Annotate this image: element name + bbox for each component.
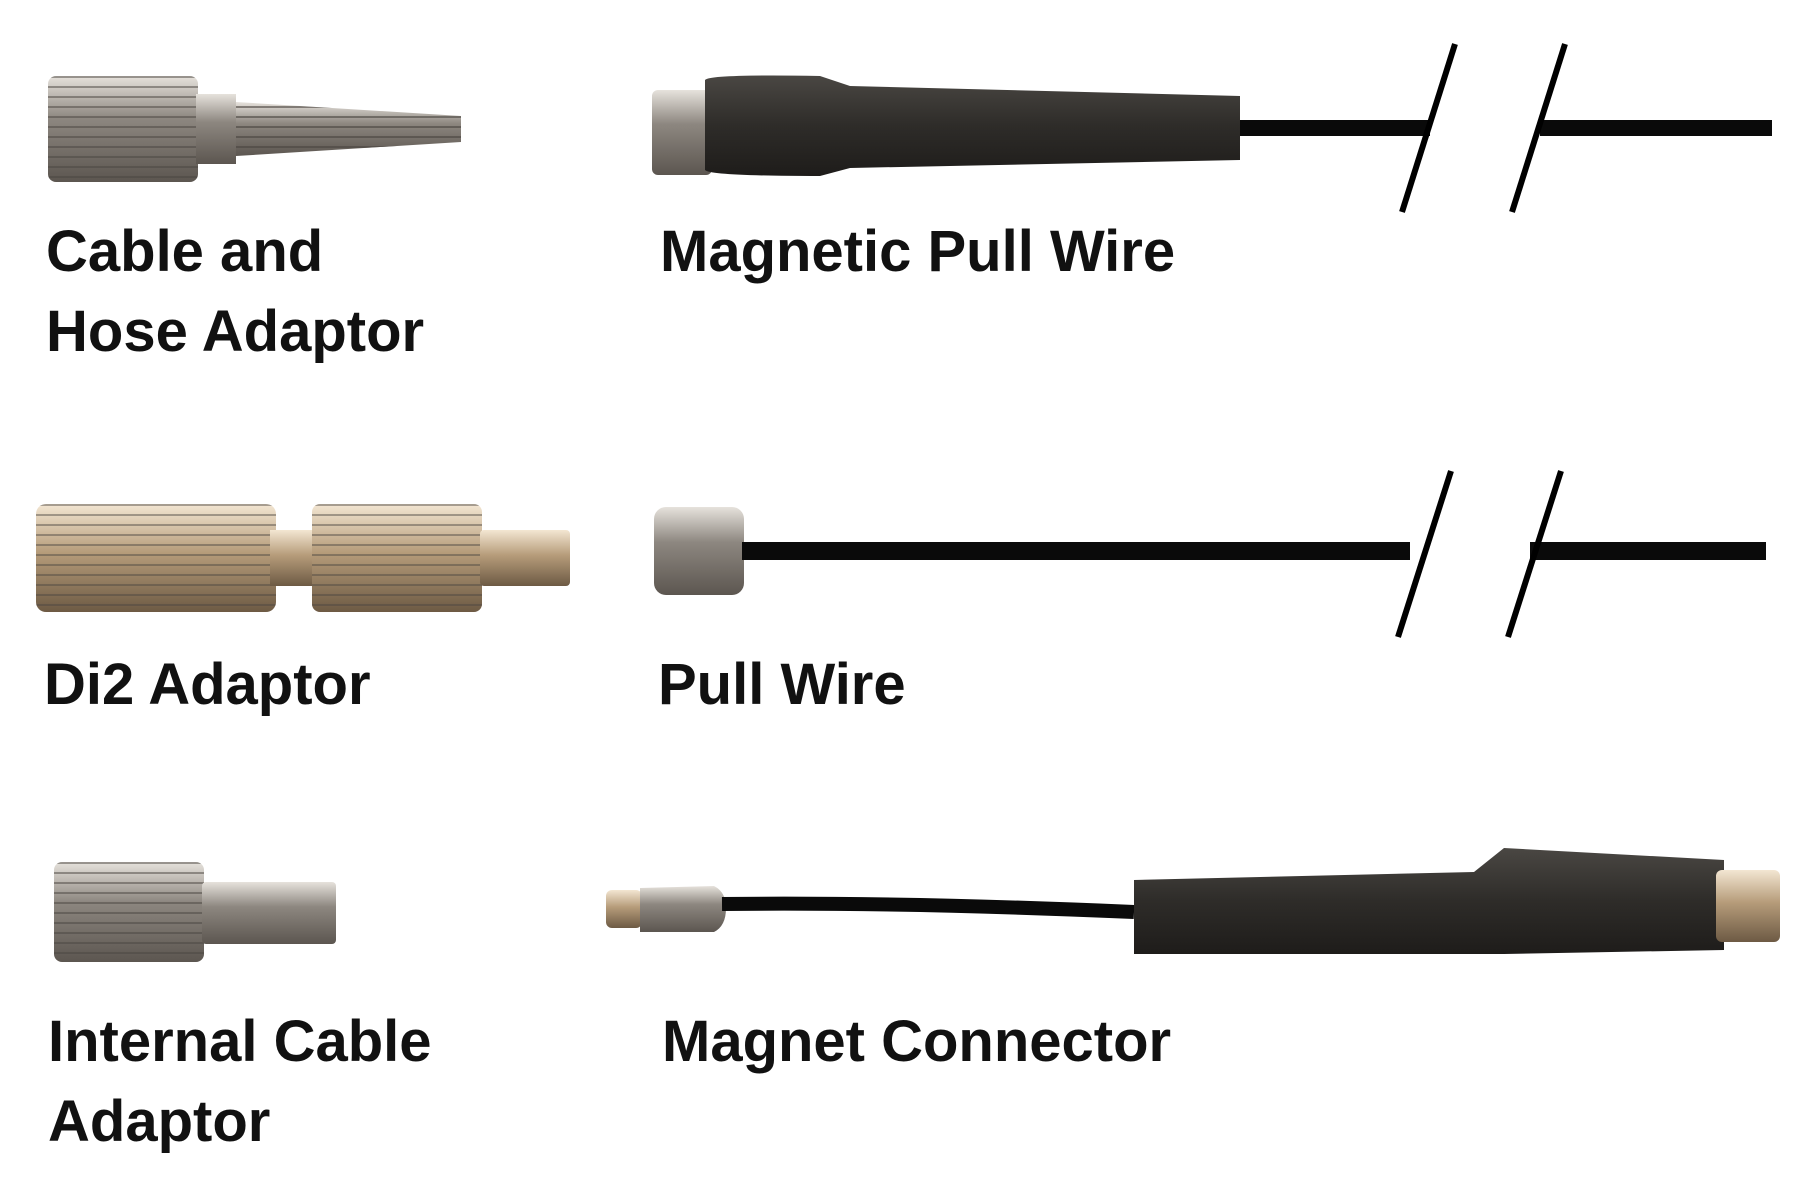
label-line: Hose Adaptor bbox=[46, 299, 425, 364]
pull-wire-label: Pull Wire bbox=[658, 652, 906, 717]
di2-adaptor-image bbox=[36, 504, 570, 612]
label-line: Adaptor bbox=[48, 1089, 271, 1154]
label-line: Cable and bbox=[46, 219, 324, 284]
label-line: Internal Cable bbox=[48, 1009, 432, 1074]
di2-adaptor-label: Di2 Adaptor bbox=[44, 652, 371, 717]
internal-cable-adaptor-image bbox=[54, 862, 336, 962]
cable-and-hose-adaptor-label: Cable and Hose Adaptor bbox=[46, 212, 424, 372]
internal-cable-adaptor-label: Internal Cable Adaptor bbox=[48, 1002, 432, 1162]
cable-and-hose-adaptor-image bbox=[48, 76, 461, 182]
magnetic-pull-wire-image bbox=[652, 40, 1772, 220]
magnet-connector-label: Magnet Connector bbox=[662, 1009, 1172, 1074]
magnet-connector-image bbox=[606, 848, 1780, 954]
magnetic-pull-wire-label: Magnetic Pull Wire bbox=[660, 219, 1176, 284]
pull-wire-image bbox=[654, 465, 1766, 645]
